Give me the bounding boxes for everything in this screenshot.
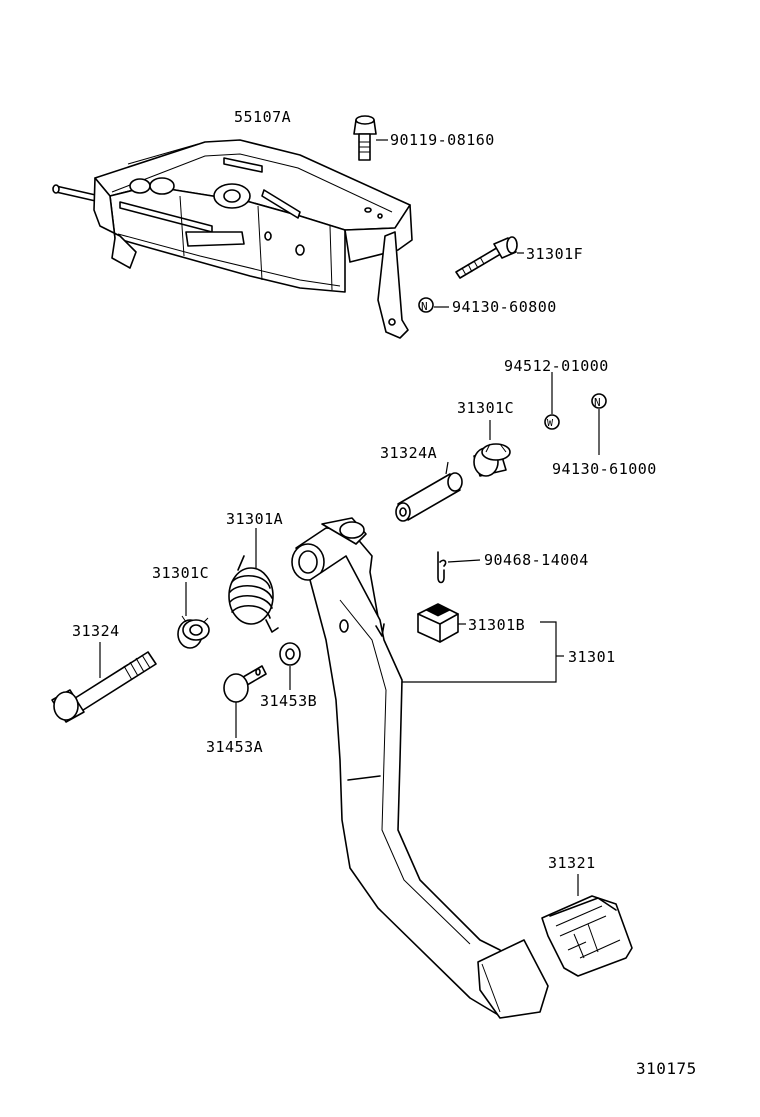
nut-right-symbol: N — [591, 393, 607, 409]
bushing-left — [177, 615, 210, 649]
label-bracket: 55107A — [234, 108, 291, 126]
washer-symbol-w: W — [547, 418, 554, 429]
clutch-pedal-arm — [291, 517, 549, 1019]
label-spring: 31301A — [226, 510, 283, 528]
pedal-pad — [541, 895, 633, 977]
label-pivot-bolt-upper: 31301F — [526, 245, 583, 263]
label-pedal-pad: 31321 — [548, 854, 596, 872]
figure-code: 310175 — [636, 1059, 697, 1078]
label-small-bushing: 31453B — [260, 692, 317, 710]
washer-symbol: W — [544, 414, 560, 430]
nut-symbol-n: N — [421, 300, 428, 313]
bushing-upper — [473, 443, 511, 477]
clevis-pin — [223, 665, 267, 703]
small-bushing — [279, 642, 301, 666]
bracket-bolt — [353, 115, 377, 161]
label-pivot-bolt: 31324 — [72, 622, 120, 640]
label-collar: 31324A — [380, 444, 437, 462]
label-nut-upper: 94130-60800 — [452, 298, 557, 316]
label-clip: 90468-14004 — [484, 551, 589, 569]
nut-symbol-n2: N — [594, 396, 601, 409]
return-spring — [228, 555, 279, 633]
nut-upper-symbol: N — [418, 297, 434, 313]
label-nut-right: 94130-61000 — [552, 460, 657, 478]
label-bushing-left: 31301C — [152, 564, 209, 582]
stopper — [417, 603, 459, 643]
pivot-bolt-upper — [455, 236, 518, 279]
pivot-bolt — [51, 651, 157, 723]
label-washer: 94512-01000 — [504, 357, 609, 375]
label-pedal-assy: 31301 — [568, 648, 616, 666]
collar — [395, 472, 463, 522]
clip — [437, 551, 447, 584]
pedal-bracket — [52, 139, 413, 339]
label-bracket-bolt: 90119-08160 — [390, 131, 495, 149]
label-stopper: 31301B — [468, 616, 525, 634]
label-clevis-pin: 31453A — [206, 738, 263, 756]
label-bushing-upper: 31301C — [457, 399, 514, 417]
